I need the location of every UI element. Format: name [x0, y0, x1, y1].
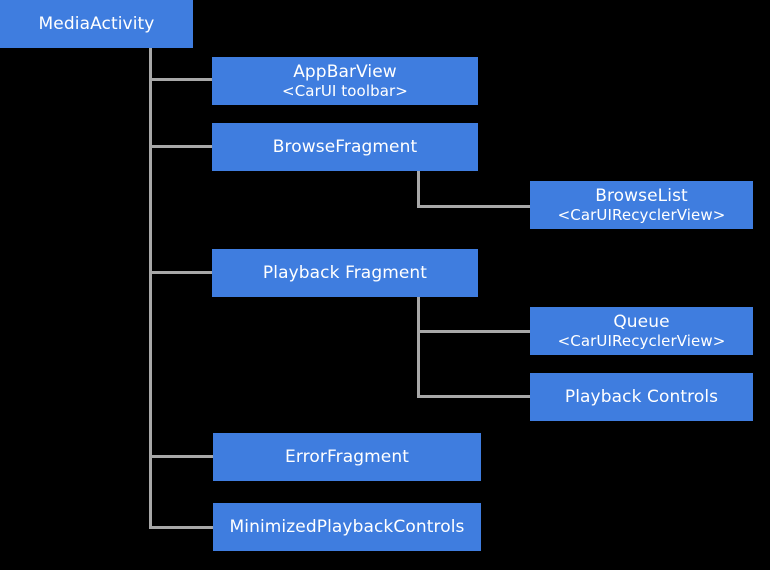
edge-to-browse-fragment — [149, 145, 213, 148]
node-title: MinimizedPlaybackControls — [229, 516, 465, 537]
node-browse-fragment[interactable]: BrowseFragment — [212, 123, 478, 171]
edge-to-playback-controls — [417, 395, 531, 398]
edge-to-minimized-playback-controls — [149, 526, 214, 529]
edge-trunk-browse — [417, 171, 420, 208]
node-browse-list[interactable]: BrowseList <CarUIRecyclerView> — [530, 181, 753, 229]
node-title: Queue — [613, 311, 670, 332]
node-media-activity[interactable]: MediaActivity — [0, 0, 193, 48]
node-error-fragment[interactable]: ErrorFragment — [213, 433, 481, 481]
node-subtitle: <CarUI toolbar> — [282, 81, 408, 100]
edge-to-browse-list — [417, 205, 531, 208]
node-title: ErrorFragment — [285, 446, 409, 467]
node-title: BrowseFragment — [272, 136, 418, 157]
node-title: BrowseList — [595, 185, 688, 206]
node-subtitle: <CarUIRecyclerView> — [557, 331, 726, 350]
node-title: Playback Fragment — [262, 262, 428, 283]
edge-trunk-main — [149, 48, 152, 529]
edge-trunk-playback — [417, 297, 420, 398]
node-playback-fragment[interactable]: Playback Fragment — [212, 249, 478, 297]
edge-to-error-fragment — [149, 455, 214, 458]
edge-to-playback-fragment — [149, 271, 213, 274]
edge-to-app-bar-view — [149, 78, 213, 81]
node-subtitle: <CarUIRecyclerView> — [557, 205, 726, 224]
node-app-bar-view[interactable]: AppBarView <CarUI toolbar> — [212, 57, 478, 105]
node-title: AppBarView — [293, 61, 397, 82]
node-playback-controls[interactable]: Playback Controls — [530, 373, 753, 421]
node-title: MediaActivity — [38, 13, 155, 34]
node-title: Playback Controls — [564, 386, 719, 407]
node-queue[interactable]: Queue <CarUIRecyclerView> — [530, 307, 753, 355]
node-minimized-playback-controls[interactable]: MinimizedPlaybackControls — [213, 503, 481, 551]
edge-to-queue — [417, 330, 531, 333]
